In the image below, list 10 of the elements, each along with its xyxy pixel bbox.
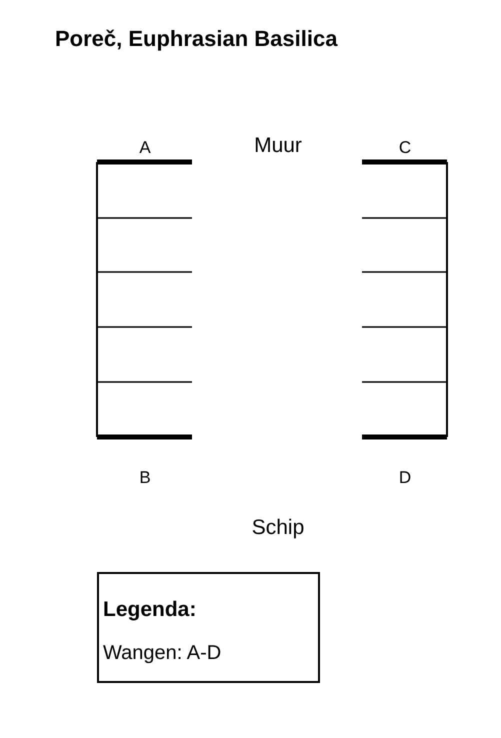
position-label: A [139,138,151,158]
legend-text: Wangen: A-D [103,642,222,665]
position-label: B [139,468,151,488]
legend-box [97,572,320,683]
area-label: Muur [254,134,302,158]
position-label: D [398,468,412,488]
area-label: Schip [252,516,304,540]
legend-heading: Legenda: [103,598,196,622]
position-label: C [398,138,412,158]
title: Poreč, Euphrasian Basilica [55,26,338,52]
